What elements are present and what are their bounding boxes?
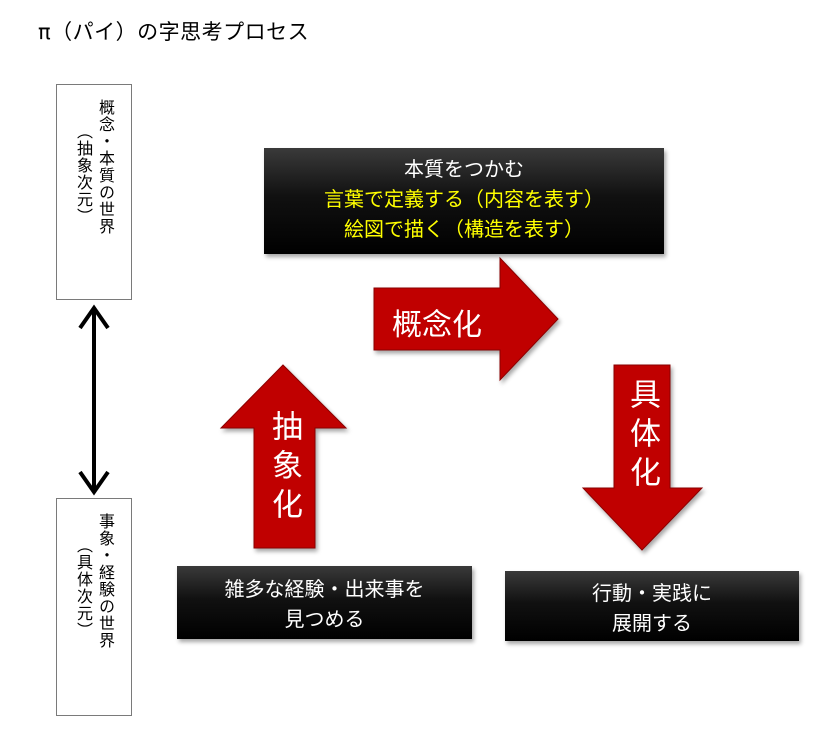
events-box: 雑多な経験・出来事を 見つめる [177, 566, 472, 639]
concrete-world-label: 事象・経験の世界 [96, 513, 115, 649]
events-line-2: 見つめる [284, 607, 365, 631]
draw-structure-text: 絵図で描く（構造を表す） [344, 217, 584, 241]
conceptualization-label: 概念化 [392, 308, 482, 343]
double-headed-arrow [78, 304, 110, 496]
practice-line-1: 行動・実践に [592, 581, 712, 605]
abstract-world-label: 概念・本質の世界 [96, 99, 115, 235]
events-line-1: 雑多な経験・出来事を [224, 577, 425, 601]
abstract-dimension-label: （抽象次元） [74, 123, 93, 225]
concrete-world-box: 事象・経験の世界 （具体次元） [56, 498, 132, 716]
abstraction-arrow [219, 364, 348, 549]
page-title: π（パイ）の字思考プロセス [38, 20, 310, 44]
concrete-dimension-label: （具体次元） [74, 537, 93, 639]
essence-box: 本質をつかむ 言葉で定義する（内容を表す） 絵図で描く（構造を表す） [264, 148, 664, 254]
concretization-arrow [581, 364, 704, 551]
practice-box: 行動・実践に 展開する [505, 571, 799, 641]
practice-line-2: 展開する [612, 611, 692, 635]
define-in-words-text: 言葉で定義する（内容を表す） [324, 187, 604, 211]
concretization-label: 具体化 [624, 378, 660, 495]
abstract-world-box: 概念・本質の世界 （抽象次元） [56, 84, 132, 300]
essence-heading: 本質をつかむ [404, 157, 524, 181]
conceptualization-arrow [373, 256, 559, 382]
abstraction-label: 抽象化 [266, 410, 302, 527]
